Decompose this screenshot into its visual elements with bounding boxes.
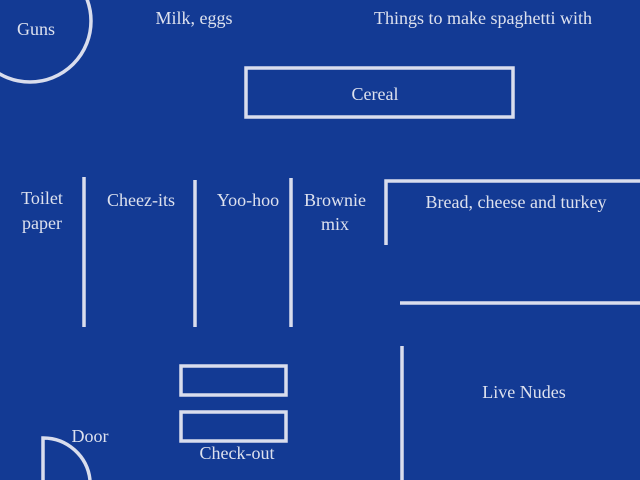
milk-eggs-label: Milk, eggs xyxy=(155,8,232,28)
bread-cheese-turkey-label: Bread, cheese and turkey xyxy=(426,192,607,212)
cereal-label: Cereal xyxy=(352,84,399,104)
guns-label: Guns xyxy=(17,19,55,39)
door-label: Door xyxy=(72,426,109,446)
cheezits-label: Cheez-its xyxy=(107,190,175,210)
spaghetti-label: Things to make spaghetti with xyxy=(374,8,592,28)
checkout-counter-2 xyxy=(179,410,288,443)
brownie-mix-label-line1: Brownie xyxy=(304,190,366,210)
cereal-shelf xyxy=(244,66,515,119)
checkout-label: Check-out xyxy=(200,443,275,463)
toilet-paper-label-line2: paper xyxy=(22,213,62,233)
live-nudes-label: Live Nudes xyxy=(482,382,565,402)
door-icon xyxy=(41,436,92,480)
guns-area-circle xyxy=(0,0,93,84)
brownie-mix-label-line2: mix xyxy=(321,214,349,234)
yoohoo-label: Yoo-hoo xyxy=(217,190,279,210)
checkout-counter-1 xyxy=(179,364,288,397)
toilet-paper-label-line1: Toilet xyxy=(21,188,63,208)
deli-counter-wall xyxy=(384,179,640,245)
